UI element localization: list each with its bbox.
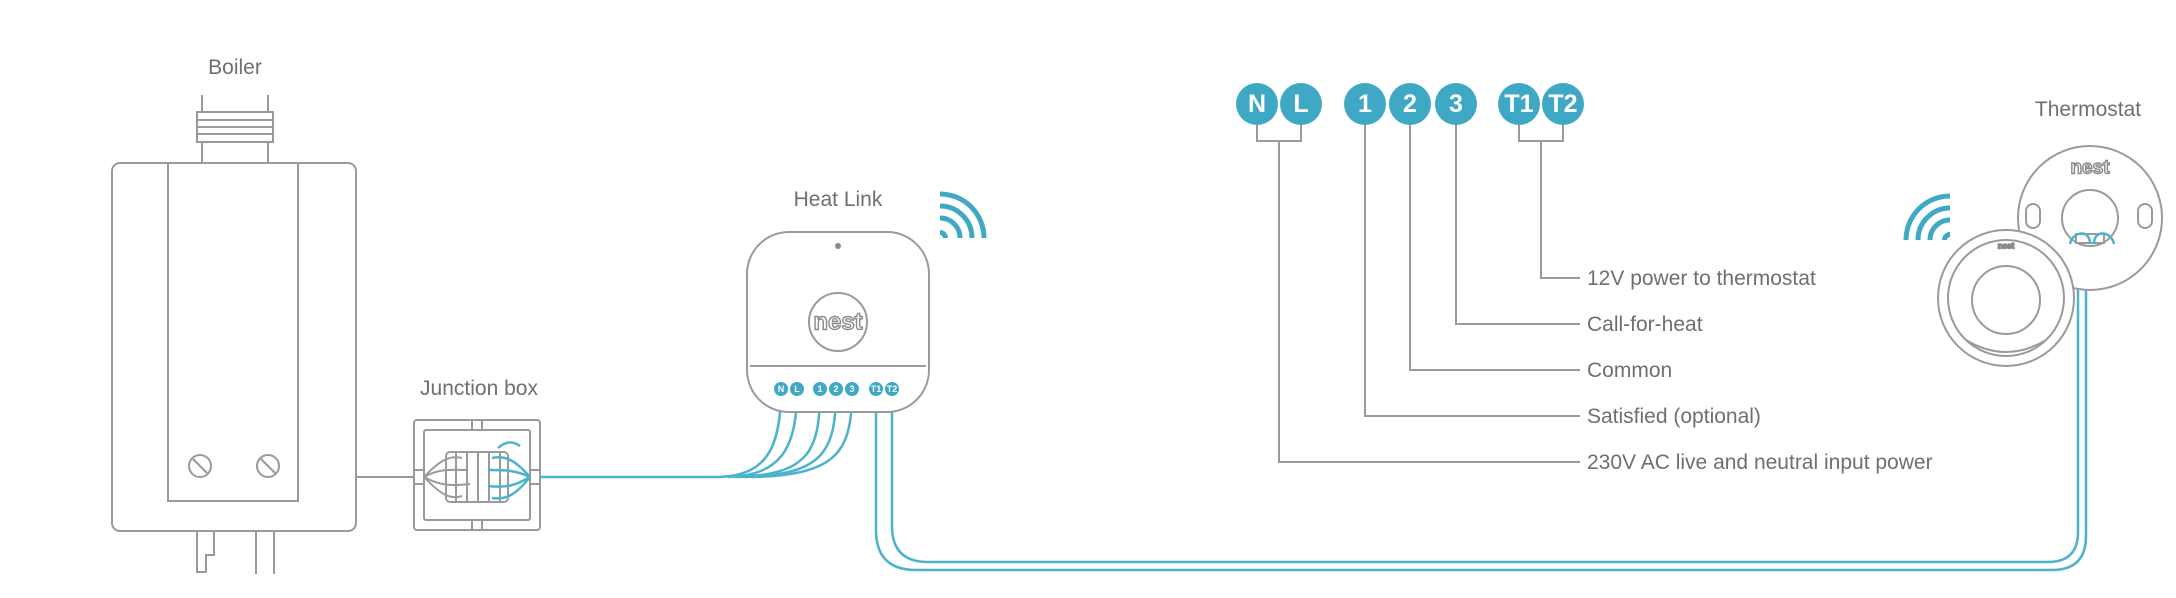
legend-item-12v-power: 12V power to thermostat xyxy=(1587,267,1816,290)
boiler-label: Boiler xyxy=(208,56,262,79)
boiler: Boiler xyxy=(111,56,414,574)
terminal-badge-3: 3 xyxy=(1435,83,1477,125)
svg-text:L: L xyxy=(794,384,800,394)
svg-text:3: 3 xyxy=(849,384,854,394)
legend-item-common: Common xyxy=(1587,359,1672,382)
terminal-badge-2: 2 xyxy=(1389,83,1431,125)
terminal-badge-T1: T1 xyxy=(1498,83,1540,125)
svg-text:L: L xyxy=(1293,90,1308,118)
wifi-icon xyxy=(1903,193,1951,241)
svg-text:T2: T2 xyxy=(887,384,898,394)
svg-text:2: 2 xyxy=(1403,90,1417,118)
legend-item-input-power: 230V AC live and neutral input power xyxy=(1587,451,1933,474)
heat-link-label: Heat Link xyxy=(794,188,883,211)
svg-text:N: N xyxy=(1248,90,1266,118)
terminal-badge-T2: T2 xyxy=(1542,83,1584,125)
terminal-legend: N L 1 2 3 T1 T2 12V power to thermostat … xyxy=(1236,83,1933,474)
terminal-badge-L: L xyxy=(1280,83,1322,125)
svg-text:1: 1 xyxy=(1358,90,1372,118)
nest-logo: nest xyxy=(813,309,862,336)
svg-text:T2: T2 xyxy=(1548,90,1577,118)
terminal-badge-N: N xyxy=(1236,83,1278,125)
nest-logo: nest xyxy=(2070,158,2110,179)
junction-box: Junction box xyxy=(413,377,541,531)
svg-text:3: 3 xyxy=(1449,90,1463,118)
wifi-icon xyxy=(939,191,987,239)
svg-text:T1: T1 xyxy=(871,384,882,394)
terminal-badge-1: 1 xyxy=(1344,83,1386,125)
nest-logo: nest xyxy=(1998,242,2015,251)
thermostat-label: Thermostat xyxy=(2035,98,2141,121)
legend-item-satisfied: Satisfied (optional) xyxy=(1587,405,1761,428)
status-light xyxy=(835,243,841,249)
svg-text:T1: T1 xyxy=(1504,90,1533,118)
thermostat: Thermostat nest nest xyxy=(1903,98,2163,367)
svg-text:1: 1 xyxy=(817,384,822,394)
svg-text:2: 2 xyxy=(833,384,838,394)
svg-text:N: N xyxy=(778,384,785,394)
junction-box-label: Junction box xyxy=(420,377,538,400)
heat-link-terminals: N L 1 2 3 T1 T2 xyxy=(774,382,899,396)
legend-item-call-for-heat: Call-for-heat xyxy=(1587,313,1703,336)
heat-link: Heat Link nest N L 1 2 3 T1 T2 xyxy=(746,188,987,413)
